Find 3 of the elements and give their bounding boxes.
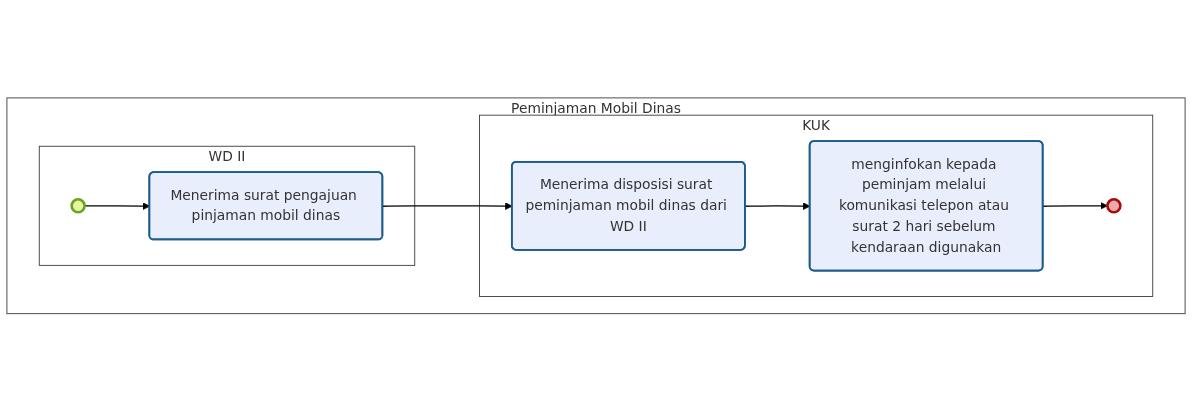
node-circle	[1106, 198, 1122, 214]
node-circle	[70, 198, 86, 214]
arrow	[1042, 202, 1108, 210]
